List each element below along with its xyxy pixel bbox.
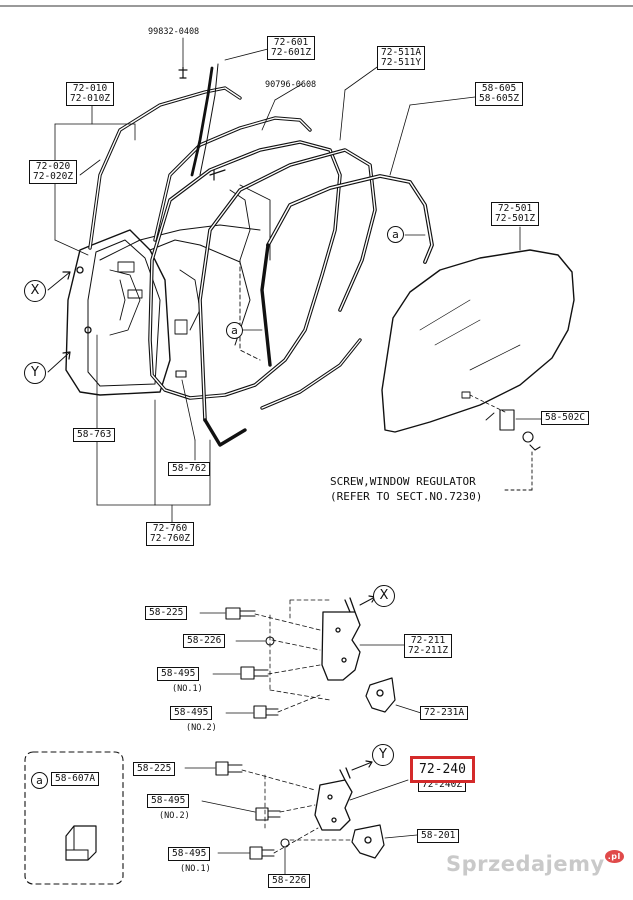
label-72-010: 72-010 72-010Z [66,82,115,106]
caption-no2-upper: (NO.2) [186,723,217,733]
marker-x-door: X [24,280,46,302]
part-number-z: 72-601Z [271,47,312,58]
label-58-201: 58-201 [417,829,460,843]
caption-no1-lower: (NO.1) [180,864,211,874]
outer-belt-molding [266,174,434,264]
label-58-225-lower: 58-225 [133,762,176,776]
label-72-211: 72-211 72-211Z [404,634,453,658]
label-58-225-upper: 58-225 [145,606,188,620]
door-glass [381,249,575,433]
part-number: 72-501 [497,203,533,214]
glass-run-channel [198,148,377,422]
marker-y-hinge: Y [372,744,394,766]
label-90796-0608: 90796-0608 [265,80,317,90]
part-number-z: 72-211Z [408,645,449,656]
label-58-495-no2-lower: 58-495 [147,794,190,808]
label-58-502C: 58-502C [541,411,590,425]
label-58-763: 58-763 [73,428,116,442]
part-number: 72-601 [273,37,309,48]
part-number-z: 72-511Y [381,57,422,68]
caption-no1-upper: (NO.1) [172,684,203,694]
part-number: 72-020 [35,161,71,172]
label-72-601: 72-601 72-601Z [267,36,316,60]
part-number: 72-760 [152,523,188,534]
inset-box [24,751,124,885]
label-72-020: 72-020 72-020Z [29,160,78,184]
lower-hinge [314,767,385,859]
label-58-226-upper: 58-226 [183,634,226,648]
label-58-495-no2-upper: 58-495 [170,706,213,720]
part-number-z: 72-020Z [33,171,74,182]
note-line-2: (REFER TO SECT.NO.7230) [330,490,483,503]
part-number-z: 72-760Z [150,533,191,544]
label-72-231A: 72-231A [420,706,469,720]
door-seal-loop [148,140,342,400]
highlighted-part-number: 72-240 [419,762,466,777]
label-99832-0408: 99832-0408 [148,27,200,37]
label-72-501: 72-501 72-501Z [491,202,540,226]
watermark-text: Sprzedajemy [446,852,605,876]
part-number: 72-211 [410,635,446,646]
label-72-511: 72-511A 72-511Y [377,46,426,70]
part-number: 72-010 [72,83,108,94]
label-58-226-lower: 58-226 [268,874,311,888]
label-58-495-no1-lower: 58-495 [168,847,211,861]
marker-a-inset: a [31,772,48,789]
marker-a-door: a [226,322,243,339]
door-panel [65,184,271,396]
part-number-z: 72-010Z [70,93,111,104]
watermark: Sprzedajemy.pl [446,850,624,876]
highlighted-part-72-240: 72-240 [410,756,475,783]
label-72-760: 72-760 72-760Z [146,522,195,546]
watermark-badge: .pl [604,850,624,863]
label-58-605: 58-605 58-605Z [475,82,524,106]
upper-hinge [321,597,396,713]
marker-x-hinge: X [373,585,395,607]
label-58-495-no1-upper: 58-495 [157,667,200,681]
marker-a-belt: a [387,226,404,243]
caption-no2-lower: (NO.2) [159,811,190,821]
weatherstrip-inner [153,116,312,242]
part-number: 58-605 [481,83,517,94]
marker-y-door: Y [24,362,46,384]
regulator-note: SCREW,WINDOW REGULATOR (REFER TO SECT.NO… [330,474,482,504]
note-line-1: SCREW,WINDOW REGULATOR [330,475,476,488]
part-number-z: 72-501Z [495,213,536,224]
label-58-607A: 58-607A [51,772,100,786]
part-number: 72-511A [381,47,422,58]
label-58-762: 58-762 [168,462,211,476]
part-number-z: 58-605Z [479,93,520,104]
